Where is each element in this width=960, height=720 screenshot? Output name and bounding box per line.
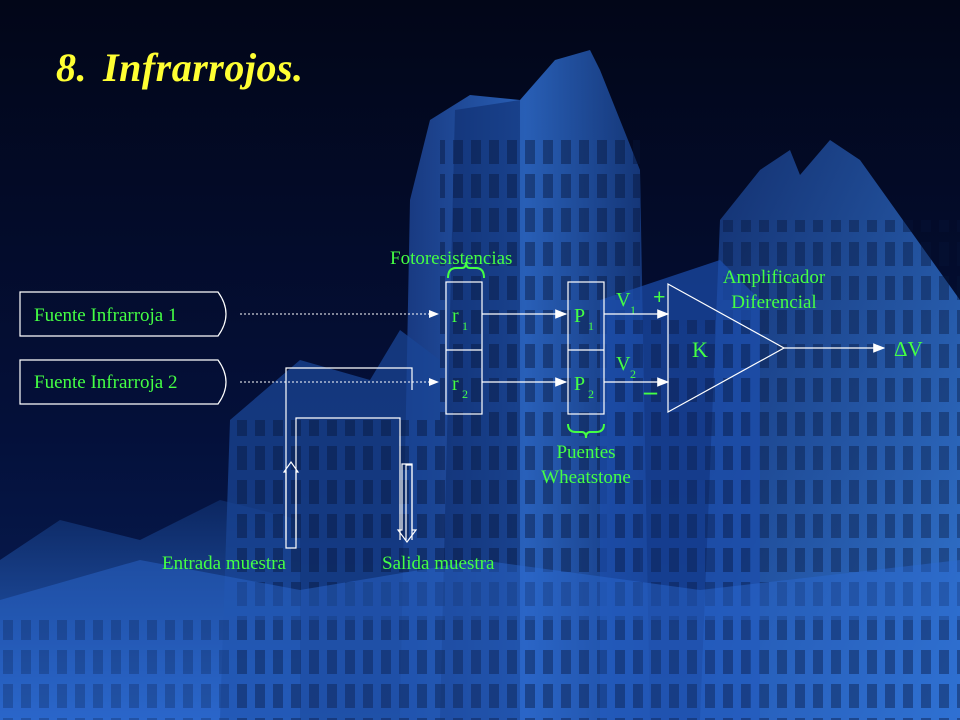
v2-subscript: 2 (630, 367, 636, 381)
r1-label: r (452, 305, 459, 327)
r2-label: r (452, 373, 459, 395)
source-2-box: Fuente Infrarroja 2 (19, 359, 227, 405)
sample-out-label: Salida muestra (382, 553, 495, 574)
slide-title-text: Infrarrojos. (103, 45, 304, 90)
v1-subscript: 1 (630, 303, 636, 317)
photoresistors-brace (447, 261, 485, 279)
bridges-brace (567, 423, 605, 439)
slide-title: 8. Infrarrojos. (56, 44, 304, 91)
p2-label: P (574, 373, 585, 395)
r2-subscript: 2 (462, 387, 468, 401)
source-1-label: Fuente Infrarroja 1 (34, 305, 178, 326)
output-label: ΔV (894, 337, 923, 361)
minus-sign: – (643, 377, 658, 406)
sample-out-arrow (396, 463, 418, 543)
sample-in-label: Entrada muestra (162, 553, 287, 574)
slide-number: 8. (56, 45, 87, 90)
photoresistor-block: r 1 r 2 (445, 281, 483, 415)
source-1-box: Fuente Infrarroja 1 (19, 291, 227, 337)
amplifier-label-line1: Amplificador (723, 267, 826, 288)
sample-path (285, 367, 413, 540)
amplifier-triangle (667, 282, 786, 414)
v2-label: V (616, 353, 631, 375)
sample-in-arrow (282, 460, 300, 549)
r1-subscript: 1 (462, 319, 468, 333)
p2-subscript: 2 (588, 387, 594, 401)
plus-sign: + (653, 284, 666, 309)
photoresistors-label: Fotoresistencias (390, 248, 512, 269)
v1-label: V (616, 289, 631, 311)
p1-label: P (574, 305, 585, 327)
source-2-label: Fuente Infrarroja 2 (34, 372, 178, 393)
gain-label: K (692, 337, 708, 362)
p1-subscript: 1 (588, 319, 594, 333)
bridge-block: P 1 P 2 (567, 281, 605, 415)
amplifier-label-line2: Diferencial (731, 292, 816, 313)
bridges-label-line1: Puentes (556, 442, 615, 463)
bridges-label-line2: Wheatstone (541, 467, 631, 488)
